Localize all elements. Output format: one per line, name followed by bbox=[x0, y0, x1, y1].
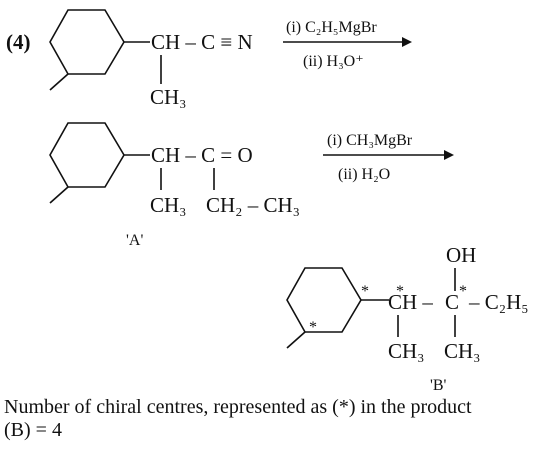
reagent-2a: (i) CH₃MgBr bbox=[327, 132, 413, 149]
ring-methyl-bond-1 bbox=[49, 73, 69, 91]
nitrile-chain: CH – C ≡ N bbox=[151, 30, 253, 54]
methyl-group-2: CH₃ bbox=[150, 193, 187, 217]
reagent-1a: (i) C₂H₅MgBr bbox=[286, 19, 377, 36]
conclusion-line-1: Number of chiral centres, represented as… bbox=[4, 396, 472, 418]
ring-methyl-bond-3 bbox=[286, 331, 306, 349]
product-chain-ethyl: – C₂H₅ bbox=[468, 290, 529, 314]
compound-a-label: 'A' bbox=[126, 232, 143, 249]
ethyl-group: CH₂ – CH₃ bbox=[206, 193, 300, 217]
reagent-1b: (ii) H₃O⁺ bbox=[303, 53, 364, 70]
chiral-star-ch: * bbox=[396, 283, 404, 300]
reaction-arrow-2 bbox=[323, 150, 454, 160]
cyclohexane-ring-3 bbox=[286, 267, 389, 349]
conclusion-text: Number of chiral centres, represented as… bbox=[4, 396, 538, 442]
methyl-group-1: CH₃ bbox=[150, 85, 187, 109]
product-methyl-1: CH₃ bbox=[388, 339, 425, 363]
product-chain-c: C bbox=[445, 290, 459, 314]
product-chain-ch: CH – bbox=[388, 290, 433, 314]
chiral-star-ring-junction: * bbox=[361, 283, 369, 300]
chiral-star-ring: * bbox=[309, 319, 317, 336]
ring-methyl-bond-2 bbox=[49, 186, 69, 204]
cyclohexane-ring-1 bbox=[49, 9, 150, 91]
compound-b-label: 'B' bbox=[430, 377, 447, 394]
hydroxyl-group: OH bbox=[446, 243, 476, 267]
conclusion-line-2: (B) = 4 bbox=[4, 419, 62, 441]
product-methyl-2: CH₃ bbox=[444, 339, 481, 363]
cyclohexane-ring-2 bbox=[49, 122, 150, 204]
ketone-chain: CH – C = O bbox=[151, 143, 253, 167]
reagent-2b: (ii) H₂O bbox=[338, 166, 390, 183]
question-number: (4) bbox=[6, 30, 31, 54]
reaction-arrow-1 bbox=[283, 37, 412, 47]
chiral-star-c: * bbox=[459, 283, 467, 300]
